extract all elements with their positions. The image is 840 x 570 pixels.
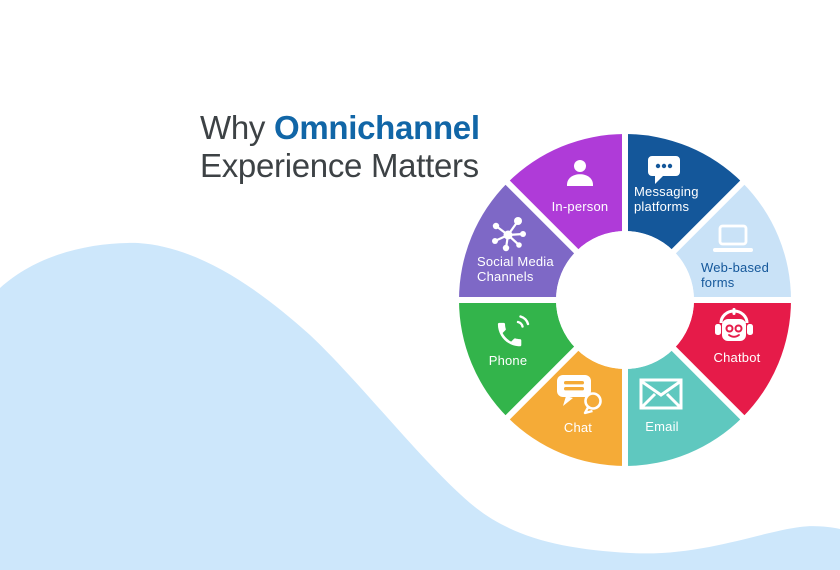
segment-separator (661, 176, 749, 264)
segment-chatbot (673, 300, 791, 418)
title-line1: Why Omnichannel (200, 109, 480, 147)
title-why: Why (200, 109, 266, 146)
donut-center (556, 231, 694, 369)
segment-label-chat: Chat (563, 420, 593, 435)
segment-label-social-media-channels: Social Media Channels (477, 254, 554, 284)
segment-label-messaging-platforms: Messaging platforms (634, 184, 699, 214)
envelope-icon (639, 378, 683, 410)
segment-social-media-channels (459, 182, 577, 300)
title-line2: Experience Matters (200, 147, 479, 184)
segment-label-email: Email (645, 419, 679, 434)
laptop-icon (710, 224, 756, 256)
phone-icon (492, 313, 530, 351)
person-icon (563, 156, 597, 190)
omnichannel-donut-chart (453, 128, 797, 472)
segment-separator (501, 336, 589, 424)
segment-label-web-based-forms: Web-based forms (701, 260, 770, 290)
segment-web-based-forms (673, 182, 791, 300)
page-title: Why Omnichannel Experience Matters (200, 109, 480, 185)
segment-in-person (507, 134, 625, 252)
segment-label-in-person: In-person (551, 199, 609, 214)
title-omnichannel: Omnichannel (273, 109, 480, 146)
segment-chat (507, 348, 625, 466)
message-bubble-icon (646, 154, 682, 186)
segment-email (625, 348, 743, 466)
robot-icon (713, 306, 755, 350)
segment-phone (459, 300, 577, 418)
segment-separator (501, 176, 589, 264)
segment-separator (661, 336, 749, 424)
segment-label-phone: Phone (488, 353, 528, 368)
share-network-icon (489, 214, 529, 254)
segment-label-chatbot: Chatbot (713, 350, 761, 365)
chat-bubbles-icon (555, 373, 603, 415)
